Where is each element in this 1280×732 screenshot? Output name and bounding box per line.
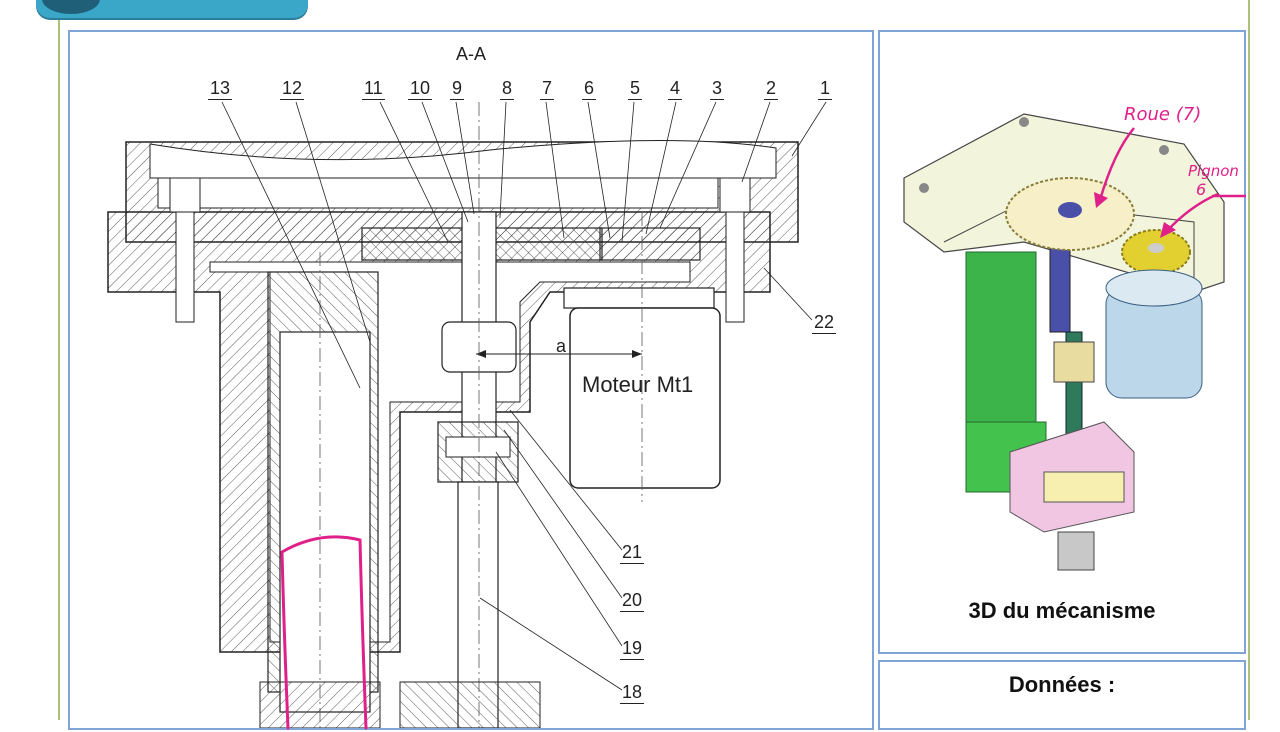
callout-7: 7 [540,78,555,100]
callout-11: 11 [362,78,385,100]
callout-10: 10 [408,78,433,100]
callout-20: 20 [620,590,645,612]
callout-19: 19 [620,638,645,660]
section-label: A-A [455,44,486,64]
drawing-panel: A-A [68,30,874,730]
annotation-roue: Roue (7) [1124,104,1202,125]
callout-12: 12 [280,78,305,100]
callout-2: 2 [764,78,779,100]
callout-6: 6 [582,78,597,100]
callout-18: 18 [620,682,645,704]
view3d-caption: 3D du mécanisme [968,598,1156,623]
pinion [599,227,701,261]
data-title: Données : [1008,672,1116,697]
view3d-panel: Roue (7) Pignon 6 3D du mécanisme [878,30,1246,654]
assembly-drawing [107,101,827,728]
annotation-pignon-number: 6 [1196,180,1207,199]
annotation-arrows [1094,127,1246,238]
callout-22: 22 [812,312,837,334]
header-logo-icon [42,0,100,14]
data-panel: Données : [878,660,1246,730]
callout-9: 9 [450,78,465,100]
callout-13: 13 [208,78,233,100]
callout-8: 8 [500,78,515,100]
motor [569,307,721,489]
callout-3: 3 [710,78,725,100]
callout-1: 1 [818,78,833,100]
motor-label: Moteur Mt1 [582,372,694,397]
annotation-pignon: Pignon [1188,162,1239,180]
callout-4: 4 [668,78,683,100]
callout-5: 5 [628,78,643,100]
dimension-label: a [556,336,567,356]
hand-highlight [280,535,368,730]
mechanism-3d-image [903,113,1225,571]
page-frame [58,0,1250,720]
header-tab [36,0,308,18]
callout-21: 21 [620,542,645,564]
